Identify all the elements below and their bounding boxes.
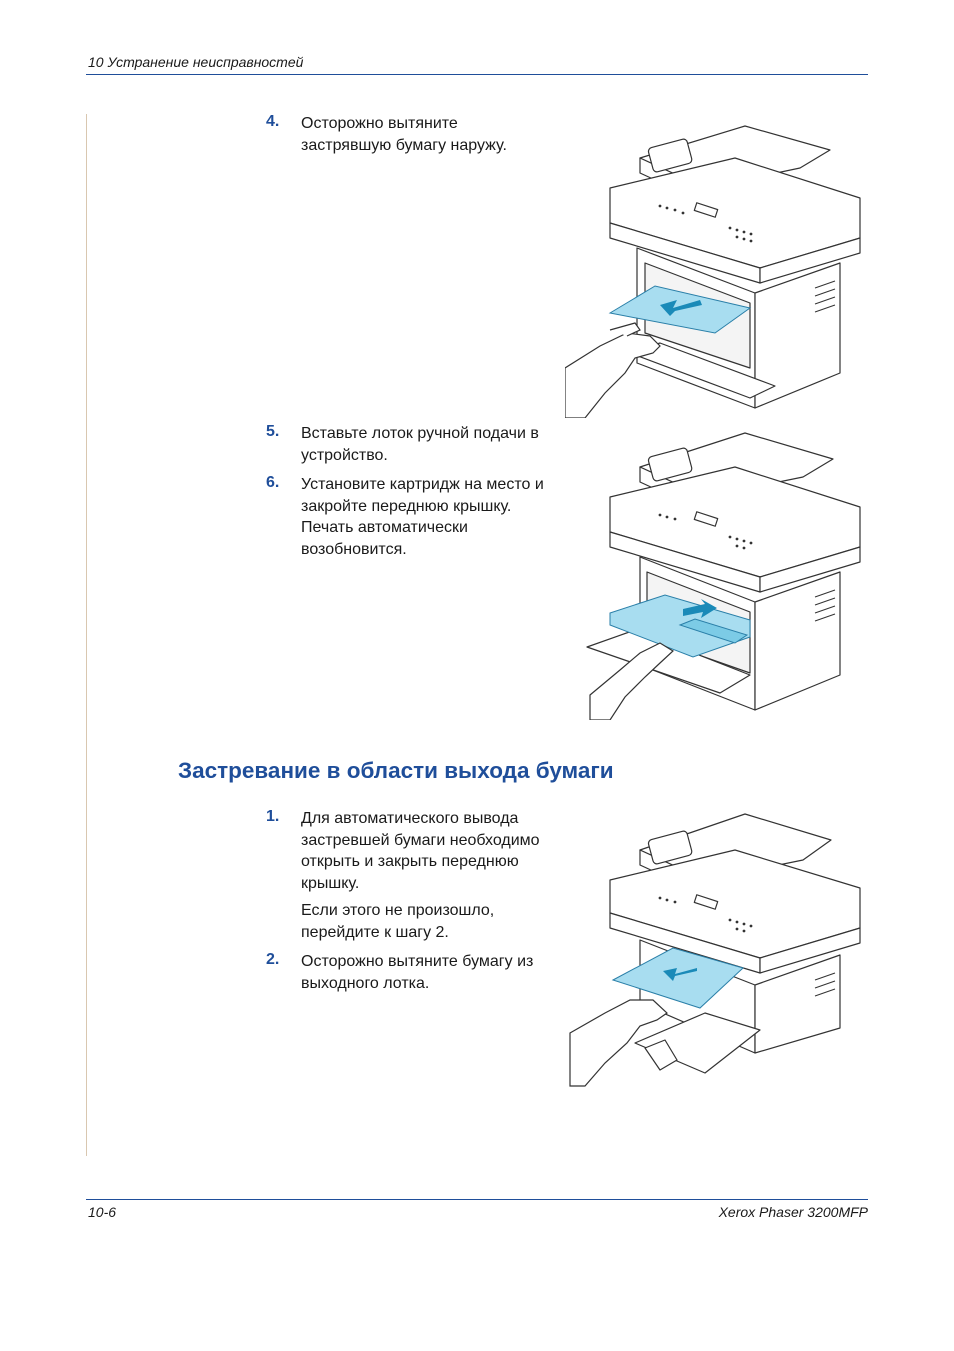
step-text: Для автоматического вывода застревшей бу… <box>301 810 540 892</box>
side-rule <box>86 114 87 1156</box>
step-number: 5. <box>266 423 280 440</box>
note-text: Если этого не произошло, перейдите к шаг… <box>301 902 495 941</box>
step-text: Установите картридж на место и закройте … <box>301 476 544 558</box>
step-5: 5. Вставьте лоток ручной подачи в устрой… <box>266 423 566 466</box>
footer-rule <box>86 1199 868 1200</box>
section-title: Застревание в области выхода бумаги <box>178 758 614 783</box>
step-number: 2. <box>266 951 280 968</box>
step-4: 4. Осторожно вытяните застрявшую бумагу … <box>266 113 566 156</box>
section-step-1: 1. Для автоматического вывода застревшей… <box>266 808 566 894</box>
step-number: 4. <box>266 113 280 130</box>
printer-insert-tray-illustration <box>586 432 861 720</box>
step-6: 6. Установите картридж на место и закрой… <box>266 474 566 560</box>
header-rule <box>86 74 868 75</box>
page-number: 10-6 <box>88 1204 117 1220</box>
page-header: 10 Устранение неисправностей <box>88 54 304 70</box>
step-number: 6. <box>266 474 280 491</box>
step-number: 1. <box>266 808 280 825</box>
step-text: Вставьте лоток ручной подачи в устройств… <box>301 425 539 464</box>
step-text: Осторожно вытяните застрявшую бумагу нар… <box>301 115 507 154</box>
product-name: Xerox Phaser 3200MFP <box>718 1204 868 1220</box>
printer-output-tray-illustration <box>569 813 861 1087</box>
section-step-2: 2. Осторожно вытяните бумагу из выходног… <box>266 951 566 994</box>
step-text: Осторожно вытяните бумагу из выходного л… <box>301 953 534 992</box>
printer-pull-paper-illustration <box>565 125 861 418</box>
